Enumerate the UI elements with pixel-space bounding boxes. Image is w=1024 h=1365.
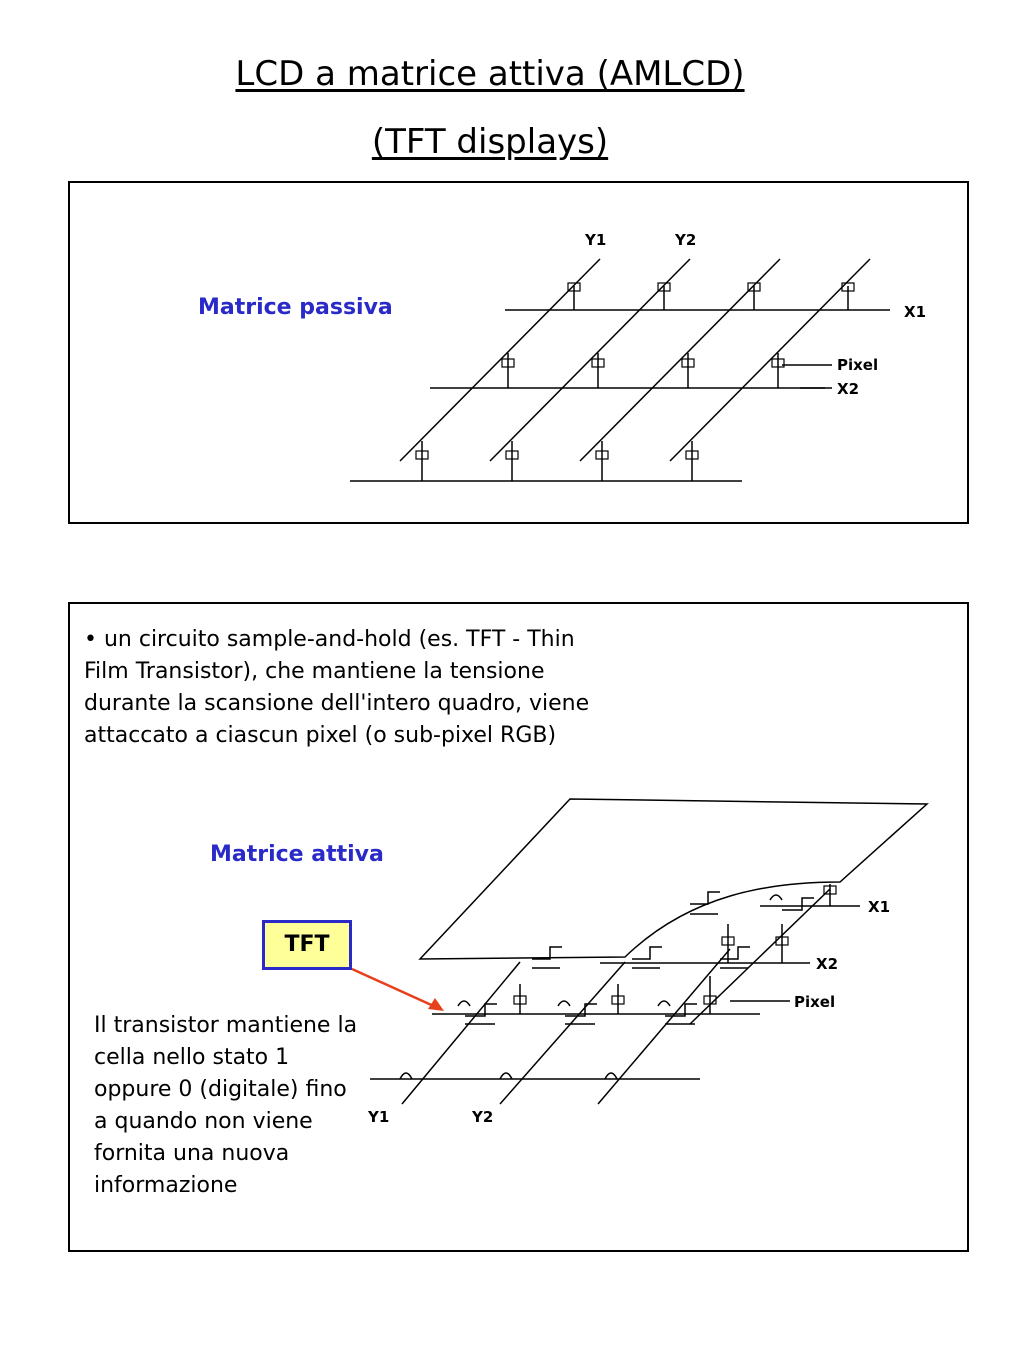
y2-label: Y2 [471,1108,493,1126]
pixel-cell [657,282,671,292]
y1-label: Y1 [584,231,606,249]
pixel-cell [591,358,605,368]
pixel-cell [703,995,717,1005]
tft-callout: TFT [262,920,352,970]
passive-matrix-label: Matrice passiva [198,295,393,320]
column-line [489,258,691,462]
glass-sheet [418,798,929,960]
pixel-cell [747,282,761,292]
tft-arrow-head [428,998,444,1011]
tft-transistor [690,891,720,915]
tft-transistor [557,1000,597,1025]
bullet-text: • un circuito sample-and-hold (es. TFT -… [84,627,590,748]
tft-transistor [769,894,814,911]
x2-label: X2 [816,955,838,973]
y2-label: Y2 [674,231,696,249]
pixel-cell [513,995,527,1005]
x1-label: X1 [868,898,890,916]
page-title: LCD a matrice attiva (AMLCD) [235,54,745,94]
column-line [401,961,521,1105]
pixel-label: Pixel [794,993,835,1011]
transistor-note: Il transistor mantiene la cella nello st… [94,1013,358,1198]
x2-label: X2 [837,380,859,398]
column-line [499,961,626,1105]
column-line [597,948,731,1105]
pixel-cell [775,936,789,946]
pixel-cell [771,358,785,368]
pixel-cell [505,450,519,460]
tft-transistor [457,1000,497,1025]
pixel-cell [567,282,581,292]
column-line [579,258,781,462]
passive-matrix-panel: Matrice passiva [68,181,969,524]
column-line [399,258,601,462]
page-subtitle: (TFT displays) [371,122,609,162]
active-matrix-panel: • un circuito sample-and-hold (es. TFT -… [68,602,969,1252]
x1-label: X1 [904,303,926,321]
pixel-cell [841,282,855,292]
pixel-cell [681,358,695,368]
tft-arrow [351,967,439,1010]
active-matrix-diagram: X1 X2 Pixel Y1 Y2 [351,798,929,1126]
pixel-cell [415,450,429,460]
tft-transistor [532,946,562,969]
pixel-cell [501,358,515,368]
pixel-cell [611,995,625,1005]
tft-transistor [720,946,750,969]
active-matrix-label: Matrice attiva [210,842,384,867]
tft-transistor [657,1000,697,1025]
column-line [669,258,871,462]
passive-matrix-diagram: Y1 Y2 X1 Pixel X2 [350,231,926,482]
column-line [689,888,831,1025]
pixel-cell [823,885,837,895]
pixel-cell [685,450,699,460]
pixel-label: Pixel [837,356,878,374]
y1-label: Y1 [367,1108,389,1126]
tft-transistor [632,946,662,969]
pixel-cell [721,936,735,946]
pixel-cell [595,450,609,460]
